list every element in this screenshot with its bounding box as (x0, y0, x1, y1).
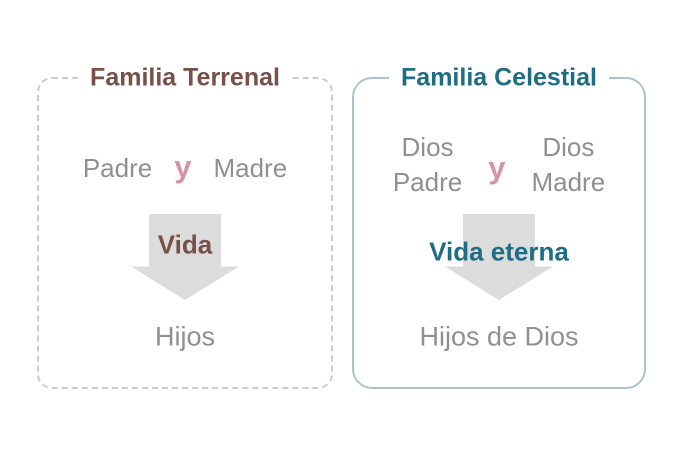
celestial-family-box: Familia Celestial Dios Padre y Dios Madr… (352, 63, 646, 389)
terrenal-father-label: Padre (82, 153, 153, 183)
celestial-mother-line2: Madre (531, 167, 606, 197)
celestial-box-title: Familia Celestial (389, 63, 609, 93)
terrenal-box-title: Familia Terrenal (78, 63, 292, 93)
terrenal-mother-label: Madre (213, 153, 288, 183)
celestial-father-line1: Dios (401, 132, 454, 162)
terrenal-parents-row: Padre y Madre (39, 149, 331, 185)
celestial-father-line2: Padre (392, 167, 463, 197)
terrenal-family-box: Familia Terrenal Padre y Madre Vida Hijo… (37, 63, 333, 389)
celestial-conjunction-label: y (488, 150, 506, 185)
terrenal-conjunction-label: y (174, 149, 192, 184)
celestial-arrow-label: Vida eterna (429, 236, 569, 267)
celestial-result-label: Hijos de Dios (419, 321, 579, 352)
celestial-father-label: Dios Padre (393, 130, 462, 200)
celestial-parents-row: Dios Padre y Dios Madre (354, 130, 644, 200)
celestial-mother-line1: Dios (542, 132, 595, 162)
celestial-mother-label: Dios Madre (531, 130, 605, 200)
terrenal-arrow-label: Vida (157, 229, 213, 260)
terrenal-result-label: Hijos (154, 321, 215, 352)
